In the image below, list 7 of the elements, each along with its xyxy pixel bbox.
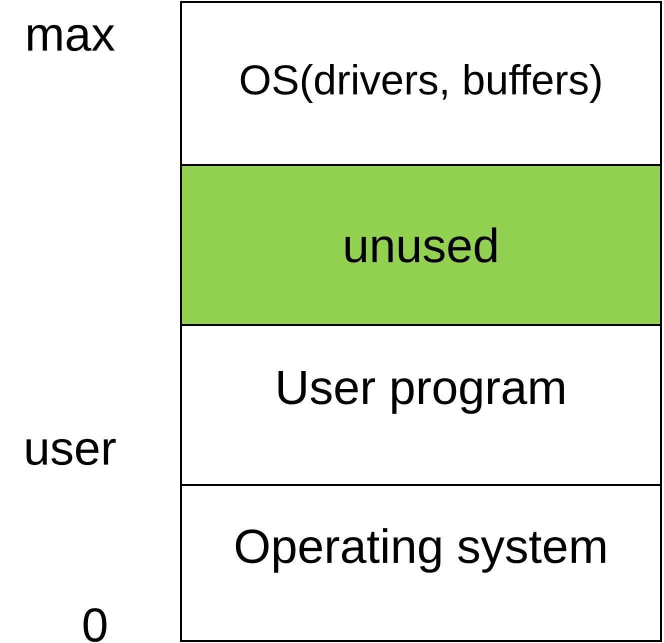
memory-region: OS(drivers, buffers) <box>180 1 662 166</box>
address-label: 0 <box>84 608 106 642</box>
memory-region: Operating system <box>180 484 662 642</box>
memory-region: unused <box>180 164 662 326</box>
memory-region: User program <box>180 324 662 486</box>
address-label: user <box>26 438 116 466</box>
address-label: max <box>28 24 115 52</box>
